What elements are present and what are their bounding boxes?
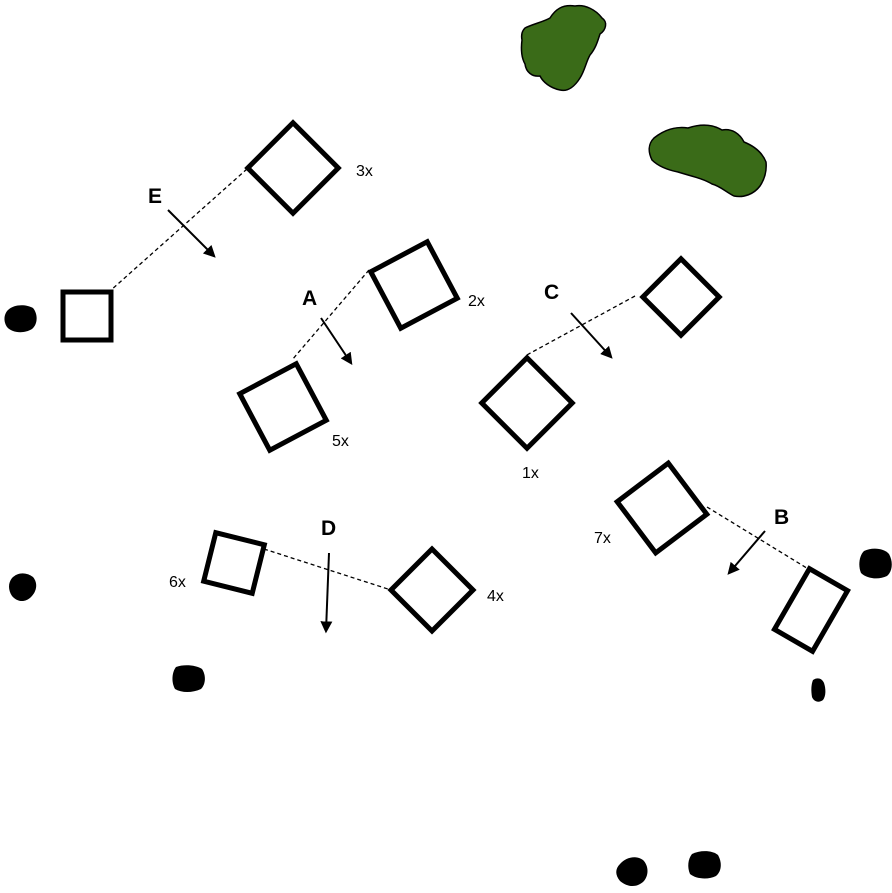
multiplier-label-7x: 7x — [594, 530, 611, 547]
marker-label-d: D — [321, 517, 336, 540]
multiplier-label-3x: 3x — [356, 163, 373, 180]
unit-square-1x — [482, 358, 573, 449]
tree-patch-top — [521, 6, 605, 91]
rock-right-small — [811, 678, 825, 701]
unit-square-2x — [371, 242, 458, 329]
rock-right-upper — [859, 549, 891, 579]
multiplier-label-1x: 1x — [522, 465, 539, 482]
multiplier-label-5x: 5x — [332, 433, 349, 450]
rock-left-lower — [172, 665, 204, 692]
arrow-b — [729, 531, 765, 573]
rock-left-middle — [9, 573, 36, 601]
unit-square-e-start — [63, 292, 111, 340]
unit-square-6x — [204, 533, 265, 594]
marker-label-c: C — [544, 281, 559, 304]
unit-square-c-end — [643, 259, 719, 335]
multiplier-label-2x: 2x — [468, 293, 485, 310]
unit-square-3x — [248, 123, 339, 214]
arrow-d — [326, 553, 329, 631]
multiplier-label-4x: 4x — [487, 588, 504, 605]
link-e — [110, 169, 247, 291]
arrow-e — [168, 210, 214, 256]
unit-square-5x — [240, 364, 327, 451]
link-c — [525, 296, 635, 356]
rock-bottom-right — [688, 851, 721, 878]
unit-rect-b-end — [774, 569, 847, 652]
unit-square-7x — [617, 463, 707, 553]
marker-label-b: B — [774, 506, 789, 529]
multiplier-label-6x: 6x — [169, 574, 186, 591]
rock-bottom-left — [616, 857, 647, 886]
tree-patch-right — [649, 125, 766, 196]
arrow-a — [321, 318, 351, 363]
rock-left-upper — [4, 305, 36, 332]
marker-label-e: E — [148, 185, 162, 208]
link-a — [292, 270, 369, 360]
unit-square-4x — [391, 549, 473, 631]
marker-label-a: A — [302, 287, 317, 310]
